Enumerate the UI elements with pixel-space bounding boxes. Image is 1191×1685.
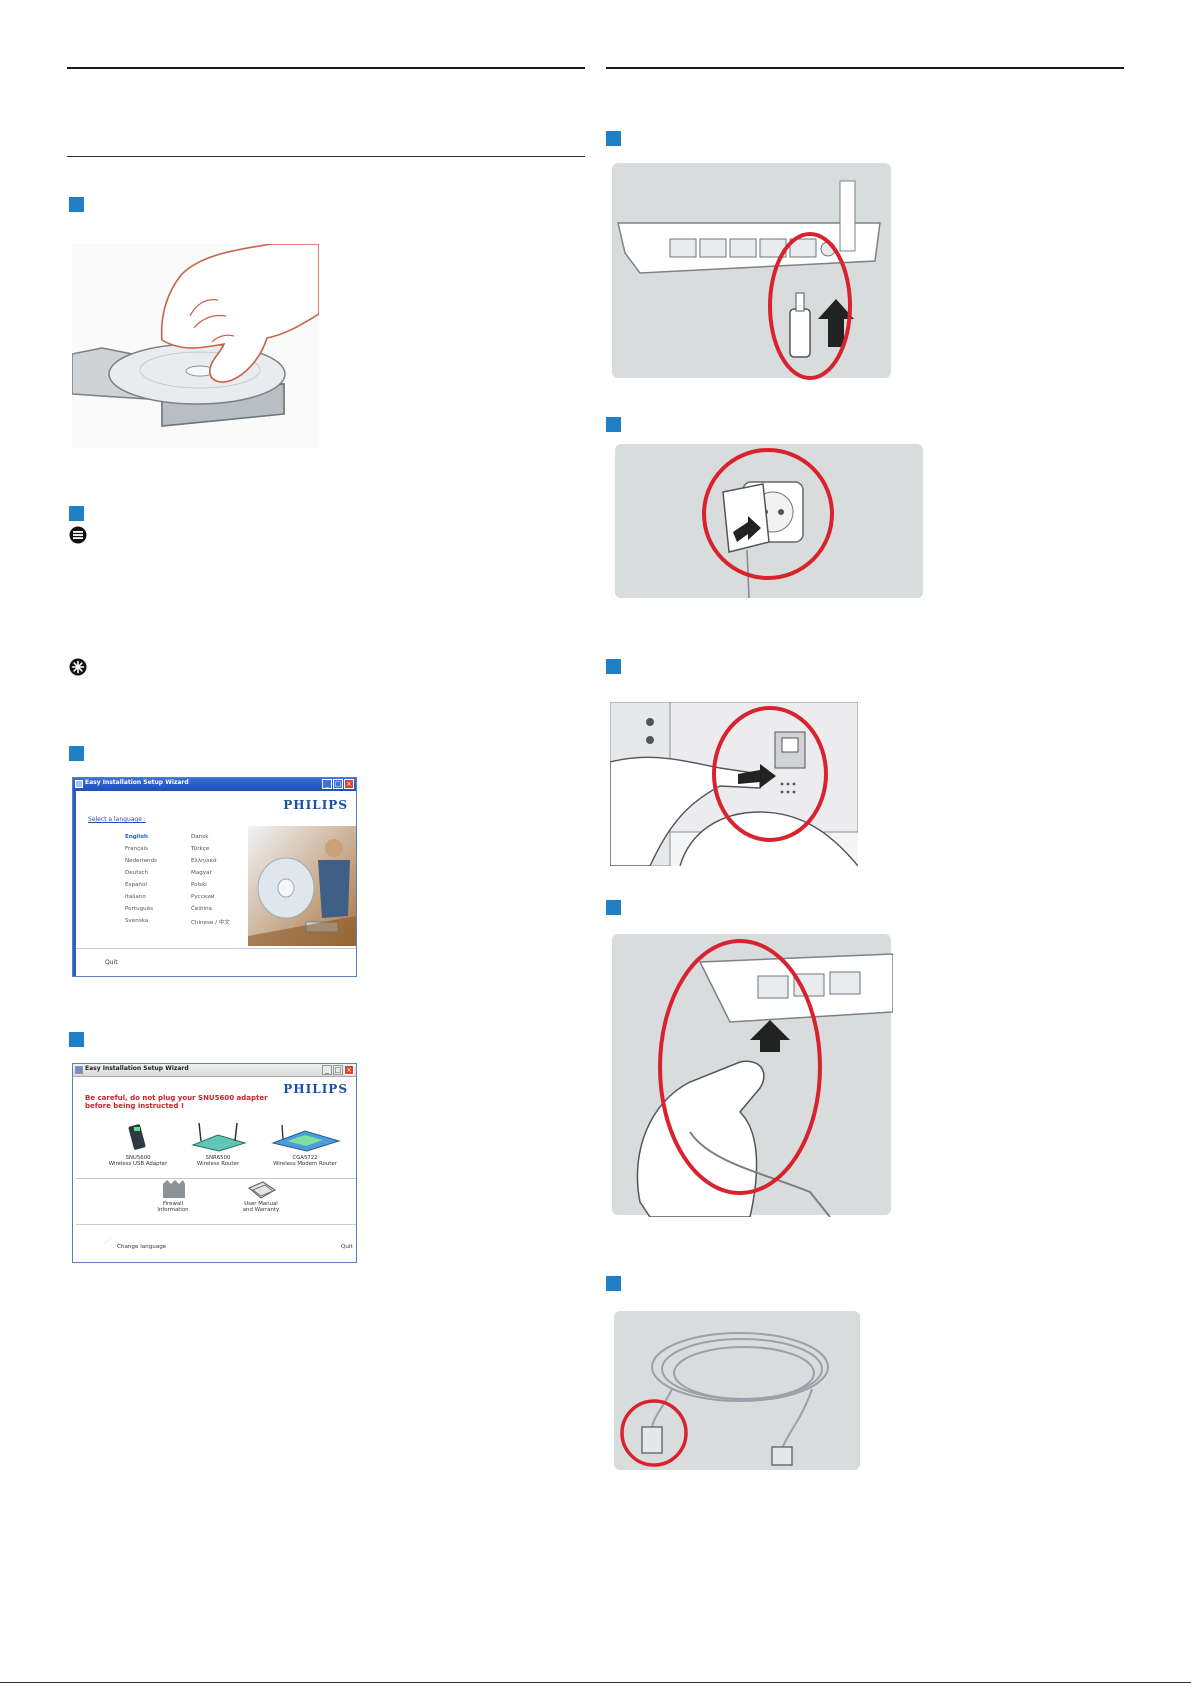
language-option[interactable]: Chinese / 中文 xyxy=(191,920,230,926)
snr6500-product[interactable]: SNR6500 Wireless Router xyxy=(183,1119,253,1174)
language-option[interactable]: Français xyxy=(125,846,149,852)
language-option[interactable]: Nederlands xyxy=(125,858,157,864)
product-caption: SNU5600 Wireless USB Adapter xyxy=(108,1155,168,1167)
window-left-accent xyxy=(73,791,76,976)
language-option[interactable]: Türkçe xyxy=(191,846,210,852)
plug-warning: Be careful, do not plug your SNU5600 ada… xyxy=(85,1094,268,1110)
woman-laptop-photo xyxy=(248,826,356,946)
step-marker xyxy=(69,197,84,212)
divider-curve xyxy=(76,1178,356,1179)
extra-caption: User Manual and Warranty xyxy=(242,1201,280,1213)
app-icon xyxy=(75,780,83,788)
change-language-icon: ⋰ xyxy=(105,1237,111,1244)
step-marker xyxy=(606,659,621,674)
firewall-information[interactable]: Firewall Information xyxy=(143,1180,203,1220)
select-language-prompt: Select a language : xyxy=(88,816,146,823)
language-option[interactable]: Magyar xyxy=(191,870,212,876)
quit-link[interactable]: Quit xyxy=(341,1244,353,1250)
philips-logo: PHILIPS xyxy=(283,1082,348,1096)
close-button[interactable]: × xyxy=(344,779,354,789)
language-wizard-window: Easy Installation Setup Wizard _ □ × PHI… xyxy=(72,777,357,977)
product-caption: CGA5722 Wireless Modem Router xyxy=(273,1155,337,1167)
window-title: Easy Installation Setup Wizard xyxy=(85,1065,189,1072)
language-option[interactable]: Ελληνικά xyxy=(191,858,217,864)
minimize-button[interactable]: _ xyxy=(322,1065,332,1075)
tip-icon xyxy=(69,658,87,676)
step-marker xyxy=(606,900,621,915)
language-option[interactable]: Español xyxy=(125,882,147,888)
step-marker xyxy=(69,1032,84,1047)
language-option[interactable]: Čeština xyxy=(191,906,212,912)
product-caption: SNR6500 Wireless Router xyxy=(196,1155,240,1167)
note-icon xyxy=(69,526,87,544)
computer-ethernet-port-illustration xyxy=(610,702,858,866)
snu5600-product[interactable]: SNU5600 Wireless USB Adapter xyxy=(103,1119,173,1174)
step-marker xyxy=(69,746,84,761)
language-option[interactable]: Português xyxy=(125,906,154,912)
language-option[interactable]: English xyxy=(125,834,148,840)
quit-link[interactable]: Quit xyxy=(105,959,118,966)
footer-divider xyxy=(76,1224,356,1225)
main-wizard-window: Easy Installation Setup Wizard _ □ × PHI… xyxy=(72,1063,357,1263)
header-rule-left xyxy=(67,67,585,69)
step-marker xyxy=(606,417,621,432)
window-title: Easy Installation Setup Wizard xyxy=(85,779,189,786)
cga5722-product[interactable]: CGA5722 Wireless Modem Router xyxy=(265,1119,345,1174)
footer-rule xyxy=(0,1682,1191,1683)
language-option[interactable]: Italiano xyxy=(125,894,146,900)
window-titlebar: Easy Installation Setup Wizard _ □ × xyxy=(73,778,356,791)
app-icon xyxy=(75,1066,83,1074)
philips-logo: PHILIPS xyxy=(283,798,348,812)
ethernet-cable-illustration xyxy=(612,1309,862,1472)
router-lan-port-illustration xyxy=(610,932,893,1217)
language-option[interactable]: Dansk xyxy=(191,834,209,840)
language-option[interactable]: Svenska xyxy=(125,918,149,924)
wall-socket-adapter-illustration xyxy=(613,442,925,600)
change-language-link[interactable]: Change language xyxy=(117,1244,167,1250)
step-marker xyxy=(606,1276,621,1291)
header-rule-right xyxy=(606,67,1124,69)
minimize-button[interactable]: _ xyxy=(322,779,332,789)
step-marker xyxy=(606,131,621,146)
router-power-plug-illustration xyxy=(610,161,893,380)
maximize-button[interactable]: □ xyxy=(333,1065,343,1075)
extra-caption: Firewall Information xyxy=(157,1201,189,1213)
language-option[interactable]: Polski xyxy=(191,882,207,888)
maximize-button[interactable]: □ xyxy=(333,779,343,789)
step-marker xyxy=(69,506,84,521)
footer-divider xyxy=(76,948,356,949)
insert-cd-illustration xyxy=(72,244,319,448)
language-option[interactable]: Deutsch xyxy=(125,870,149,876)
close-button[interactable]: × xyxy=(344,1065,354,1075)
window-titlebar: Easy Installation Setup Wizard _ □ × xyxy=(73,1064,356,1077)
section-rule-left xyxy=(67,156,585,157)
language-option[interactable]: Русский xyxy=(191,894,215,900)
user-manual-warranty[interactable]: User Manual and Warranty xyxy=(231,1180,291,1220)
